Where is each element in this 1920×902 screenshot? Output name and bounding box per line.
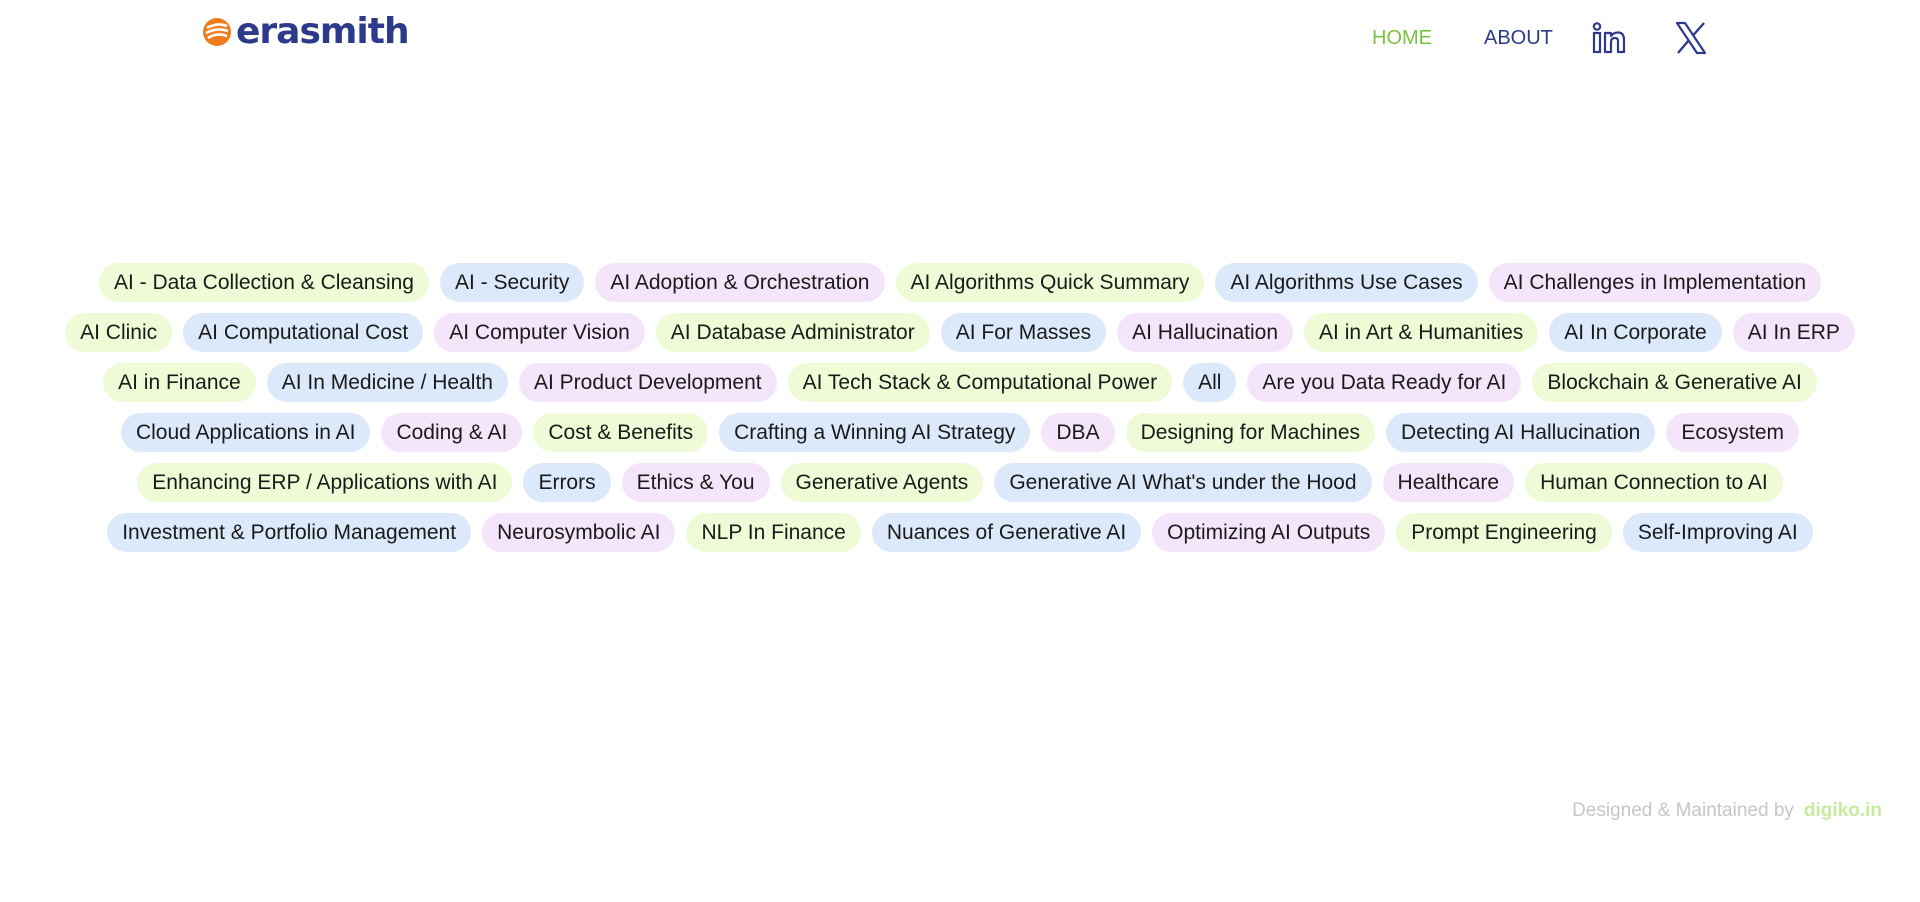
category-tag[interactable]: AI - Security bbox=[439, 263, 585, 302]
category-tag[interactable]: AI Computational Cost bbox=[183, 313, 424, 352]
tag-row: AI Clinic AI Computational Cost AI Compute… bbox=[0, 313, 1920, 352]
category-tag[interactable]: Human Connection to AI bbox=[1525, 463, 1783, 502]
category-tag[interactable]: Errors bbox=[523, 463, 611, 502]
tag-row: Investment & Portfolio Management Neurosy… bbox=[0, 513, 1920, 552]
category-tag[interactable]: Investment & Portfolio Management bbox=[107, 513, 472, 552]
category-tag[interactable]: Coding & AI bbox=[381, 413, 523, 452]
category-tag[interactable]: AI In Medicine / Health bbox=[266, 363, 508, 402]
category-tag[interactable]: Blockchain & Generative AI bbox=[1532, 363, 1817, 402]
category-tag[interactable]: AI - Data Collection & Cleansing bbox=[98, 263, 429, 302]
category-tag[interactable]: NLP In Finance bbox=[686, 513, 861, 552]
category-tag[interactable]: Optimizing AI Outputs bbox=[1152, 513, 1386, 552]
category-tag[interactable]: Enhancing ERP / Applications with AI bbox=[137, 463, 513, 502]
category-tag[interactable]: AI In Corporate bbox=[1549, 313, 1722, 352]
site-footer: Designed & Maintained by digiko.in bbox=[1572, 800, 1882, 822]
tag-row: Enhancing ERP / Applications with AI Erro… bbox=[0, 463, 1920, 502]
category-tag[interactable]: Prompt Engineering bbox=[1396, 513, 1612, 552]
category-tag[interactable]: Cloud Applications in AI bbox=[120, 413, 371, 452]
tag-row: AI in Finance AI In Medicine / Health AI P… bbox=[0, 363, 1920, 402]
category-tag[interactable]: Crafting a Winning AI Strategy bbox=[719, 413, 1031, 452]
footer-credit-text: Designed & Maintained by bbox=[1572, 800, 1794, 821]
tag-row: Cloud Applications in AI Coding & AI Cost … bbox=[0, 413, 1920, 452]
category-tag[interactable]: All bbox=[1183, 363, 1237, 402]
category-tag[interactable]: AI Clinic bbox=[65, 313, 173, 352]
category-tag[interactable]: Ecosystem bbox=[1666, 413, 1800, 452]
category-tag[interactable]: Healthcare bbox=[1382, 463, 1515, 502]
category-tag[interactable]: AI Product Development bbox=[518, 363, 777, 402]
category-tag[interactable]: AI Challenges in Implementation bbox=[1488, 263, 1822, 302]
category-tag[interactable]: Cost & Benefits bbox=[533, 413, 709, 452]
tag-row: AI - Data Collection & Cleansing AI - Sec… bbox=[0, 263, 1920, 302]
category-tag[interactable]: Neurosymbolic AI bbox=[482, 513, 676, 552]
category-tag[interactable]: AI Computer Vision bbox=[434, 313, 645, 352]
main-nav: HOME ABOUT bbox=[1372, 20, 1709, 56]
nav-home-link[interactable]: HOME bbox=[1372, 26, 1432, 49]
x-twitter-icon[interactable] bbox=[1673, 20, 1709, 56]
category-tag[interactable]: Detecting AI Hallucination bbox=[1386, 413, 1656, 452]
category-tag[interactable]: DBA bbox=[1041, 413, 1115, 452]
category-tag[interactable]: Generative AI What's under the Hood bbox=[994, 463, 1372, 502]
brand-name: erasmith bbox=[236, 11, 410, 52]
category-tag[interactable]: AI Adoption & Orchestration bbox=[595, 263, 885, 302]
linkedin-icon[interactable] bbox=[1591, 20, 1627, 56]
category-tag[interactable]: Nuances of Generative AI bbox=[871, 513, 1142, 552]
category-tag[interactable]: Self-Improving AI bbox=[1622, 513, 1813, 552]
category-tag[interactable]: AI Hallucination bbox=[1117, 313, 1294, 352]
category-tag[interactable]: AI Algorithms Quick Summary bbox=[895, 263, 1205, 302]
footer-credit-link[interactable]: digiko.in bbox=[1803, 800, 1882, 821]
category-tag[interactable]: AI Algorithms Use Cases bbox=[1215, 263, 1478, 302]
erasmith-logo-icon bbox=[203, 18, 231, 46]
brand-logo[interactable]: erasmith bbox=[202, 11, 410, 52]
category-tag[interactable]: AI in Finance bbox=[103, 363, 256, 402]
category-tag[interactable]: AI Database Administrator bbox=[655, 313, 930, 352]
category-tag[interactable]: Designing for Machines bbox=[1125, 413, 1376, 452]
category-tag[interactable]: Are you Data Ready for AI bbox=[1247, 363, 1522, 402]
category-tag[interactable]: AI Tech Stack & Computational Power bbox=[787, 363, 1173, 402]
category-tag[interactable]: AI For Masses bbox=[940, 313, 1107, 352]
category-tag[interactable]: Ethics & You bbox=[621, 463, 770, 502]
site-header: erasmith HOME ABOUT bbox=[0, 0, 1920, 70]
nav-about-link[interactable]: ABOUT bbox=[1484, 26, 1553, 49]
category-tag[interactable]: Generative Agents bbox=[780, 463, 984, 502]
category-tags: AI - Data Collection & Cleansing AI - Sec… bbox=[0, 263, 1920, 563]
category-tag[interactable]: AI in Art & Humanities bbox=[1304, 313, 1539, 352]
category-tag[interactable]: AI In ERP bbox=[1732, 313, 1855, 352]
